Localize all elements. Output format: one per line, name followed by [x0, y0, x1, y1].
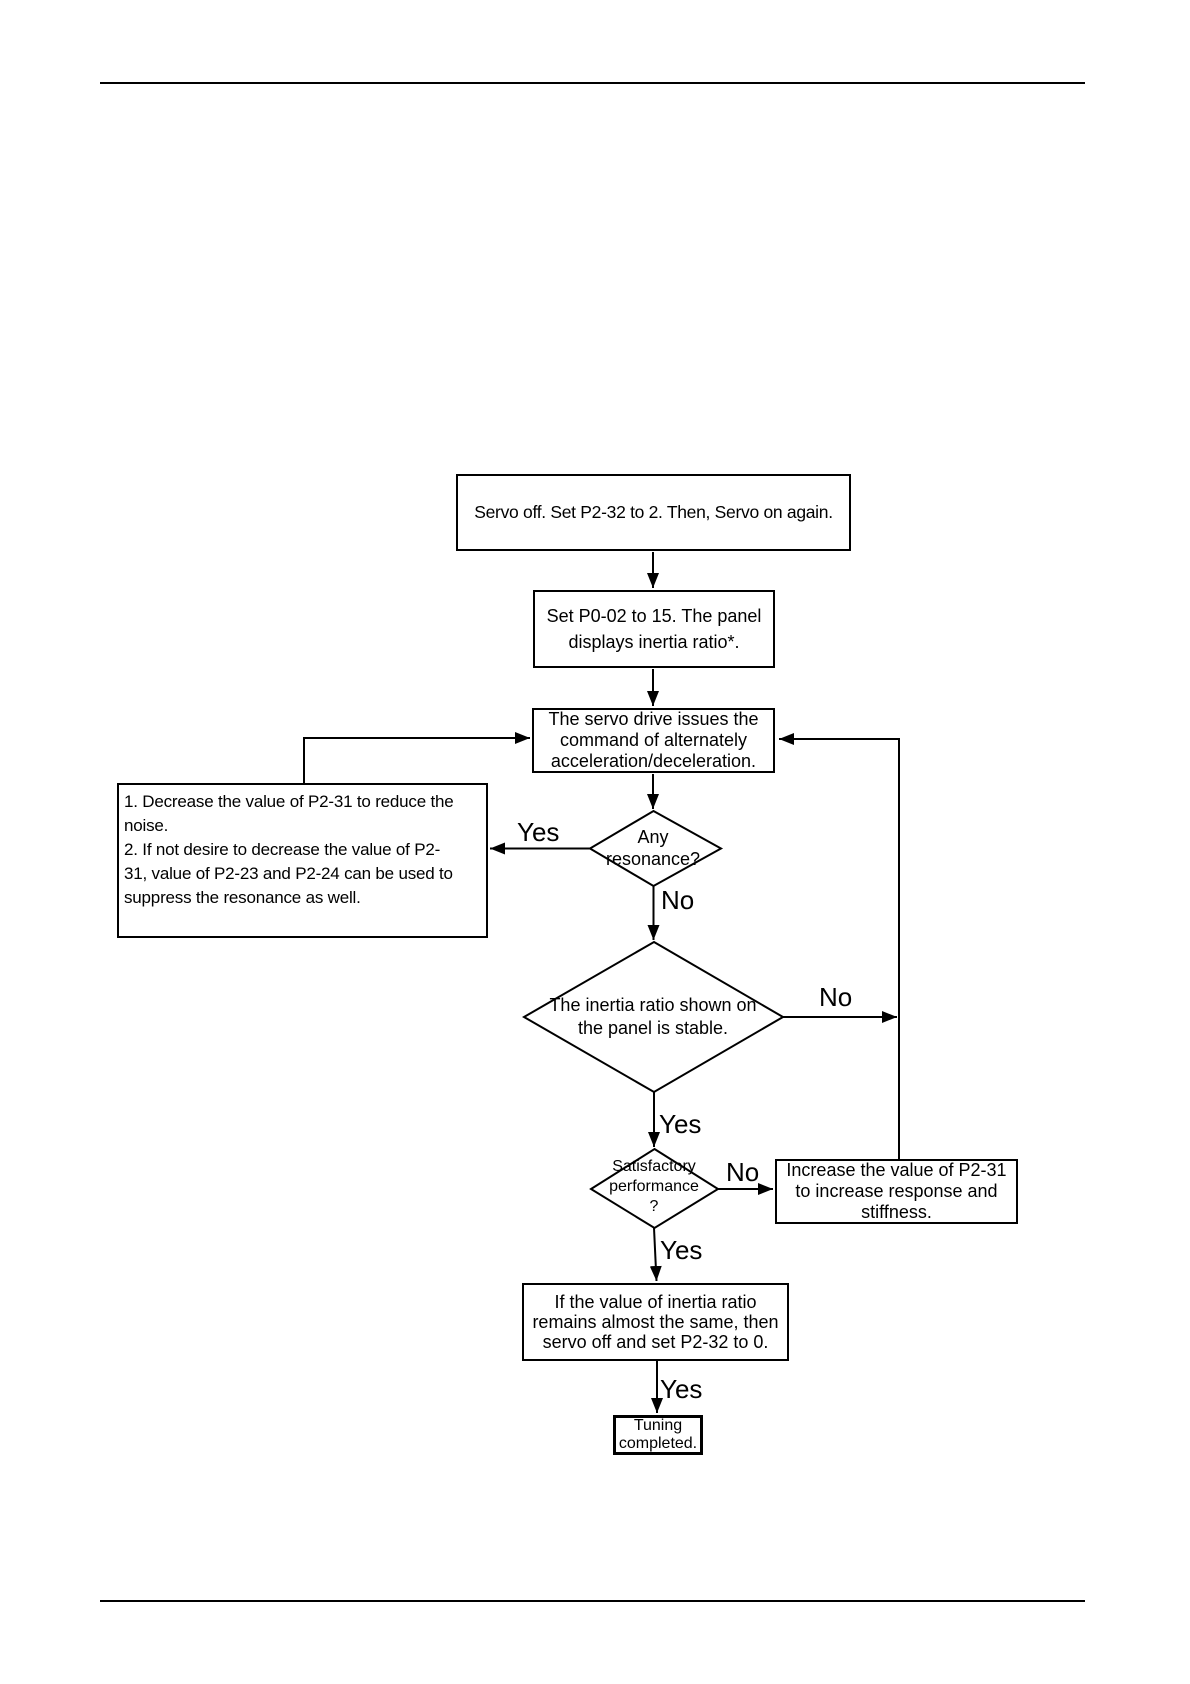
- connector-noisebox-loop: [303, 732, 530, 783]
- branch-label-yes: Yes: [660, 1374, 703, 1404]
- branch-label-no: No: [661, 885, 695, 915]
- page-top-rule: [100, 82, 1085, 84]
- decision-text-inertia-stable: The inertia ratio shown on the panel is …: [549, 995, 757, 1038]
- process-box-servo-off: Servo off. Set P2-32 to 2. Then, Servo o…: [456, 474, 851, 551]
- branch-label-no: No: [819, 982, 853, 1012]
- branch-label-yes: Yes: [660, 1235, 703, 1265]
- connector-increase-loop: [779, 733, 900, 1159]
- process-box-increase-stiffness: Increase the value of P2-31 to increase …: [775, 1159, 1018, 1224]
- branch-label-no: No: [726, 1157, 760, 1187]
- page-bottom-rule: [100, 1600, 1085, 1602]
- decision-text-satisfactory: Satisfactory performance ?: [609, 1158, 699, 1215]
- branch-label-yes: Yes: [659, 1109, 702, 1139]
- arrow-satisfactory-yes: [649, 1227, 662, 1282]
- decision-text-any-resonance: Any resonance?: [605, 827, 701, 869]
- process-box-issue-command: The servo drive issues the command of al…: [532, 708, 775, 773]
- terminal-box-tuning-completed: Tuning completed.: [613, 1415, 703, 1455]
- process-box-inertia-same: If the value of inertia ratio remains al…: [522, 1283, 789, 1361]
- process-box-set-p002: Set P0-02 to 15. The panel displays iner…: [533, 590, 775, 668]
- process-box-decrease-noise: 1. Decrease the value of P2-31 to reduce…: [117, 783, 488, 938]
- branch-label-yes: Yes: [517, 817, 560, 847]
